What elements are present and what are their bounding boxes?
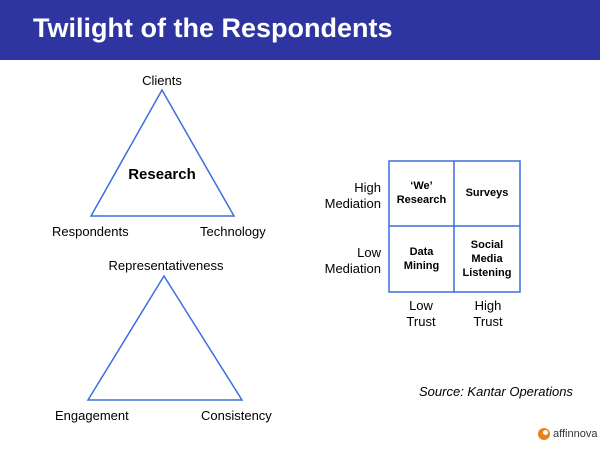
cell-data-mining: Data Mining: [403, 246, 440, 272]
representativeness-label: Representativeness: [108, 258, 224, 273]
respondents-label: Respondents: [52, 224, 129, 239]
cell-we-research: ‘We’ Research: [396, 180, 447, 206]
consistency-label: Consistency: [201, 408, 272, 423]
bottom-triangle: [86, 274, 244, 401]
matrix-grid: [388, 160, 521, 293]
col-label-low-trust: Low Trust: [406, 298, 436, 329]
clients-label: Clients: [142, 73, 182, 88]
technology-label: Technology: [200, 224, 266, 239]
col-label-high-trust: High Trust: [473, 298, 503, 329]
top-triangle: [89, 88, 236, 217]
engagement-label: Engagement: [55, 408, 129, 423]
row-label-low-mediation: Low Mediation: [324, 245, 381, 276]
slide-title: Twilight of the Respondents: [33, 13, 393, 43]
affinnova-logo-icon: [538, 428, 550, 440]
row-label-high-mediation: High Mediation: [324, 180, 381, 211]
source-note: Source: Kantar Operations: [419, 384, 573, 399]
research-label: Research: [128, 166, 196, 183]
title-bar: Twilight of the Respondents: [0, 0, 600, 60]
cell-social-media-listening: Social Media Listening: [462, 239, 512, 279]
logo-text: affinnova: [553, 428, 598, 440]
cell-surveys: Surveys: [465, 187, 509, 199]
affinnova-logo: affinnova: [537, 427, 597, 441]
